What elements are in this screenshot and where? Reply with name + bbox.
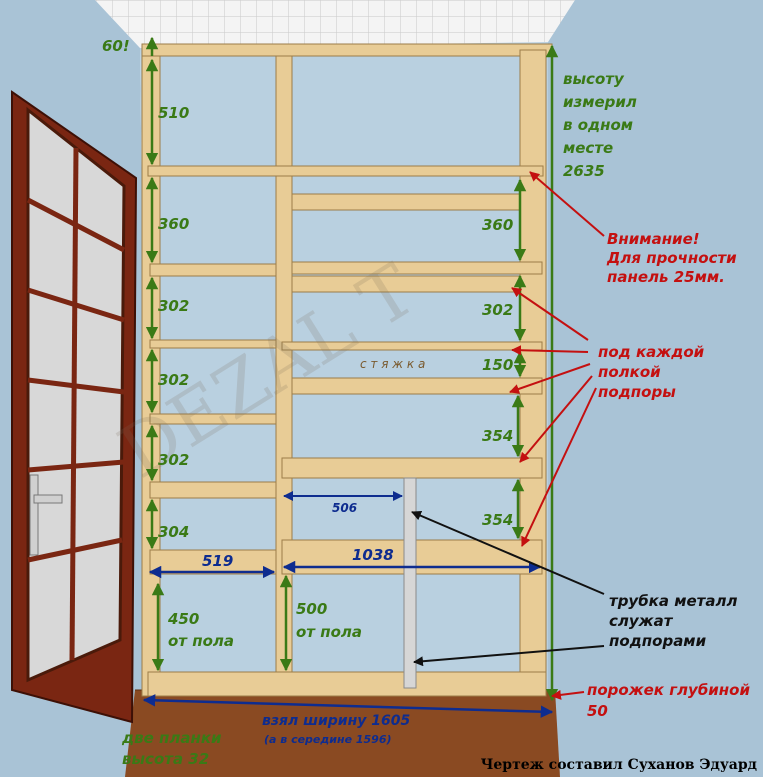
width-pipe-label: 506 bbox=[332, 501, 357, 515]
height-note: в одном bbox=[563, 116, 633, 134]
top-panel bbox=[141, 43, 553, 57]
right-height-label: 302 bbox=[482, 301, 513, 319]
door bbox=[11, 90, 138, 724]
stretcher-bar bbox=[291, 377, 543, 395]
height-note: высоту bbox=[563, 70, 625, 88]
pipe-note: подпорами bbox=[609, 632, 707, 650]
ceiling bbox=[95, 0, 575, 48]
right-height-label: 354 bbox=[482, 511, 513, 529]
warning-note: панель 25мм. bbox=[607, 268, 725, 286]
planks-note: две планки bbox=[121, 729, 222, 747]
right-height-label: 360 bbox=[482, 216, 513, 234]
supports-note: полкой bbox=[598, 363, 661, 381]
left-height-label: 510 bbox=[158, 104, 189, 122]
door-handle bbox=[29, 474, 39, 556]
stretcher-label: с т я ж к а bbox=[360, 357, 425, 371]
height-note: 2635 bbox=[563, 162, 605, 180]
right-floor-height-label: 500 bbox=[296, 600, 327, 618]
right-side-panel bbox=[519, 49, 547, 697]
right-height-dimensions bbox=[511, 44, 559, 702]
planks-note: высота 32 bbox=[122, 750, 209, 768]
left-floor-height-label: 450 bbox=[167, 610, 199, 628]
author-credit: Чертеж составил Суханов Эдуард bbox=[480, 757, 757, 773]
left-height-label: 302 bbox=[158, 371, 189, 389]
stretcher-bar bbox=[291, 193, 521, 211]
shelf bbox=[149, 413, 277, 425]
right-height-label: 150 bbox=[482, 356, 513, 374]
total-width-note: (а в середине 1596) bbox=[264, 733, 392, 746]
left-height-dimensions bbox=[145, 36, 293, 672]
shelf bbox=[149, 263, 277, 277]
height-note: месте bbox=[563, 139, 613, 157]
red-arrows bbox=[509, 171, 605, 700]
pipe-note: служат bbox=[609, 612, 674, 630]
metal-pipe bbox=[403, 477, 417, 689]
threshold-note: порожек глубиной bbox=[587, 681, 750, 699]
shelf bbox=[281, 457, 543, 479]
left-floor-height-label: от пола bbox=[168, 632, 234, 650]
warning-note: Для прочности bbox=[606, 249, 737, 267]
shelf bbox=[149, 339, 277, 349]
right-wall bbox=[548, 0, 763, 777]
supports-note: подпоры bbox=[598, 383, 676, 401]
threshold-note: 50 bbox=[587, 702, 608, 720]
left-height-label: 302 bbox=[158, 451, 189, 469]
supports-note: под каждой bbox=[598, 343, 705, 361]
height-note: измерил bbox=[563, 93, 637, 111]
top-gap-label: 60! bbox=[102, 37, 130, 55]
left-height-label: 360 bbox=[158, 215, 189, 233]
pipe-arrows bbox=[411, 510, 605, 667]
plinth bbox=[147, 671, 547, 697]
shelf bbox=[147, 165, 544, 177]
warning-note: Внимание! bbox=[607, 230, 700, 248]
left-height-label: 302 bbox=[158, 297, 189, 315]
shelf bbox=[291, 261, 543, 275]
right-height-label: 354 bbox=[482, 427, 513, 445]
width-right-label: 1038 bbox=[352, 546, 394, 564]
left-height-label: 304 bbox=[158, 523, 189, 541]
pipe-note: трубка металл bbox=[609, 592, 737, 610]
width-left-label: 519 bbox=[202, 552, 233, 570]
total-width-label: взял ширину 1605 bbox=[262, 713, 411, 729]
right-floor-height-label: от пола bbox=[296, 623, 362, 641]
shelf bbox=[281, 341, 543, 351]
width-dimensions bbox=[142, 491, 554, 718]
shelf bbox=[149, 481, 277, 499]
